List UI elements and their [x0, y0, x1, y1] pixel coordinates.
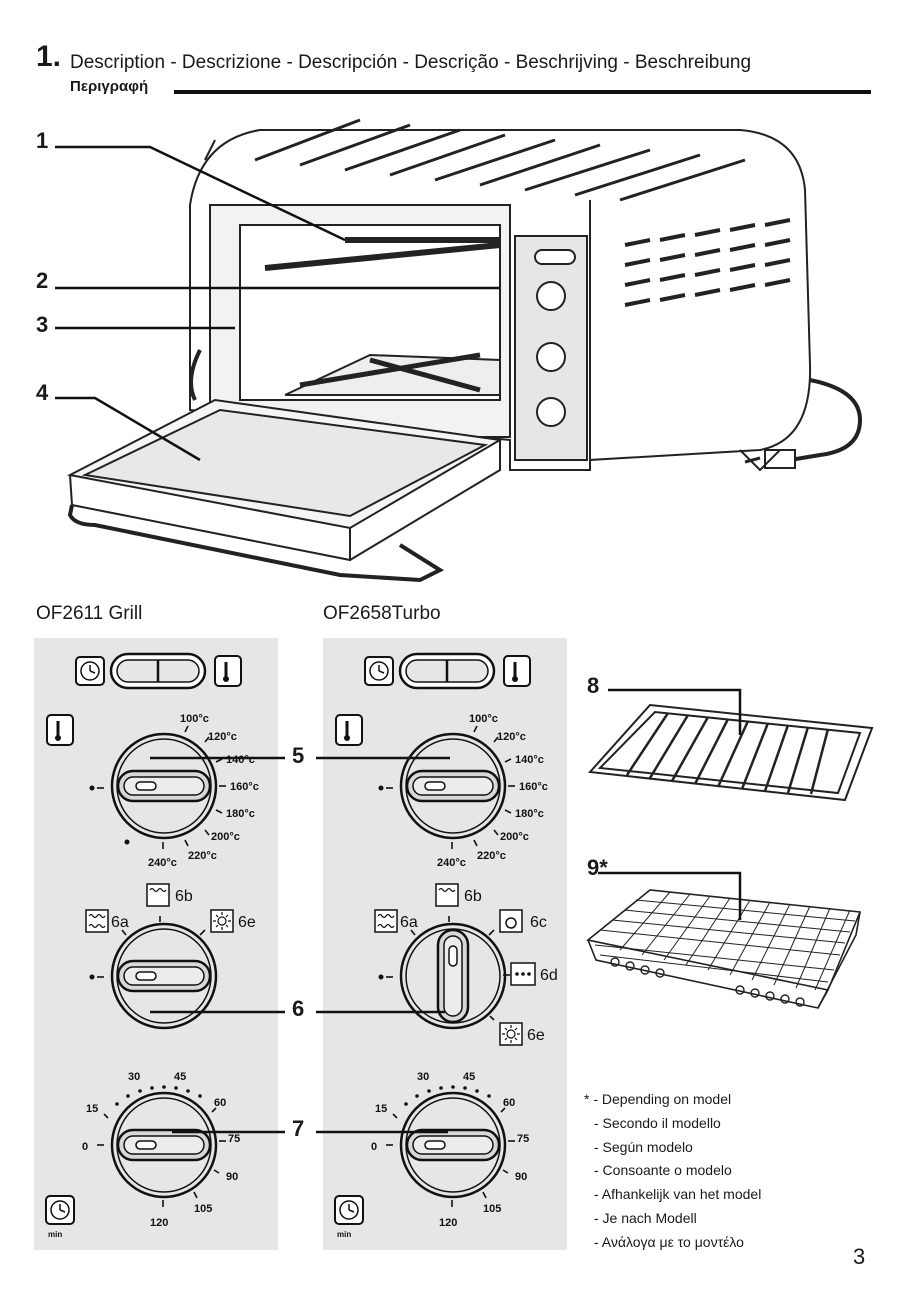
section-title-greek: Περιγραφή [70, 78, 149, 95]
timer-right-0: 0 [371, 1141, 377, 1153]
callout-5: 5 [292, 743, 305, 768]
temp-right-240: 240°c [437, 857, 466, 869]
callout-9: 9* [587, 855, 608, 880]
temp-label-240: 240°c [148, 857, 177, 869]
func-right-6d: 6d [540, 967, 558, 984]
temp-label-120: 120°c [208, 731, 237, 743]
header-rule [174, 90, 871, 94]
callout-3: 3 [36, 312, 49, 337]
temp-label-180: 180°c [226, 808, 255, 820]
temp-label-160: 160°c [230, 781, 259, 793]
callout-1: 1 [36, 128, 49, 153]
page-number: 3 [853, 1244, 866, 1269]
timer-left-30: 30 [128, 1071, 140, 1083]
timer-right-30: 30 [417, 1071, 429, 1083]
callout-4: 4 [36, 380, 49, 405]
callout-6: 6 [292, 996, 305, 1021]
footnote: * - Depending on model - Secondo il mode… [584, 1088, 761, 1255]
temp-label-100: 100°c [180, 713, 209, 725]
timer-left-0: 0 [82, 1141, 88, 1153]
footnote-line: - Según modelo [594, 1138, 693, 1155]
callout-7: 7 [292, 1116, 305, 1141]
func-left-6e: 6e [238, 914, 256, 931]
func-left-6b: 6b [175, 888, 193, 905]
footnote-line: - Depending on model [593, 1091, 732, 1107]
oven-illustration [55, 118, 863, 583]
func-right-6a: 6a [400, 914, 418, 931]
section-title: Description - Descrizione - Descripción … [70, 52, 752, 73]
timer-right-15: 15 [375, 1103, 387, 1115]
timer-right-60: 60 [503, 1097, 515, 1109]
timer-left-15: 15 [86, 1103, 98, 1115]
footnote-line: - Consoante o modelo [594, 1162, 732, 1179]
timer-right-unit: min [337, 1230, 351, 1239]
footnote-line: - Afhankelijk van het model [594, 1186, 762, 1203]
temp-label-220: 220°c [188, 850, 217, 862]
timer-left-75: 75 [228, 1133, 240, 1145]
timer-right-75: 75 [517, 1133, 529, 1145]
func-right-6b: 6b [464, 888, 482, 905]
footnote-line: - Je nach Modell [594, 1209, 697, 1226]
timer-left-45: 45 [174, 1071, 186, 1083]
func-left-6a: 6a [111, 914, 129, 931]
callout-8: 8 [587, 673, 600, 698]
temp-label-140: 140°c [226, 754, 255, 766]
temp-right-120: 120°c [497, 731, 526, 743]
model-label-right: OF2658Turbo [323, 603, 441, 624]
footnote-line: - Secondo il modello [594, 1114, 721, 1131]
temp-right-220: 220°c [477, 850, 506, 862]
section-number: 1. [36, 40, 62, 73]
timer-left-105: 105 [194, 1203, 212, 1215]
callout-2: 2 [36, 268, 49, 293]
temp-right-140: 140°c [515, 754, 544, 766]
temp-right-200: 200°c [500, 831, 529, 843]
timer-left-120: 120 [150, 1217, 168, 1229]
timer-right-120: 120 [439, 1217, 457, 1229]
temp-right-100: 100°c [469, 713, 498, 725]
timer-left-90: 90 [226, 1171, 238, 1183]
timer-right-90: 90 [515, 1171, 527, 1183]
func-right-6e: 6e [527, 1027, 545, 1044]
model-label-left: OF2611 Grill [36, 603, 143, 624]
footnote-star: * [584, 1091, 590, 1107]
temp-right-180: 180°c [515, 808, 544, 820]
timer-left-unit: min [48, 1230, 62, 1239]
func-right-6c: 6c [530, 914, 547, 931]
footnote-line: - Ανάλογα με το μοντέλο [594, 1233, 744, 1250]
temp-label-200: 200°c [211, 831, 240, 843]
timer-right-105: 105 [483, 1203, 501, 1215]
timer-left-60: 60 [214, 1097, 226, 1109]
temp-right-160: 160°c [519, 781, 548, 793]
timer-right-45: 45 [463, 1071, 475, 1083]
